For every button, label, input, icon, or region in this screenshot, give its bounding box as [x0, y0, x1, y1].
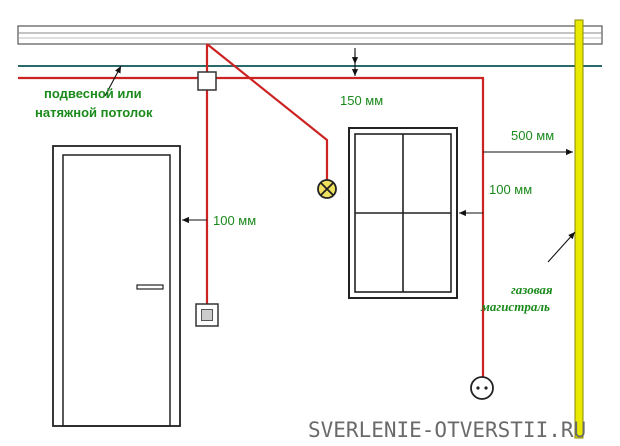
- window: [348, 127, 458, 299]
- gas-pipe: [574, 19, 584, 439]
- watermark: SVERLENIE-OTVERSTII.RU: [308, 418, 586, 442]
- light-switch-icon: [195, 303, 219, 327]
- door-handle: [136, 284, 164, 290]
- label-gas-line1: газовая: [511, 282, 553, 297]
- label-ceiling-line1: подвесной или: [44, 86, 142, 101]
- door: [52, 145, 181, 427]
- power-socket-icon: [470, 376, 494, 400]
- arrow-ceiling-left: [104, 65, 122, 97]
- label-dim-door: 100 мм: [213, 213, 256, 228]
- junction-box-icon: [197, 71, 217, 91]
- label-dim-gas: 500 мм: [511, 128, 554, 143]
- arrow-gas-label: [547, 231, 576, 263]
- dimension-arrows: [104, 48, 576, 263]
- label-dim-ceiling: 150 мм: [340, 93, 383, 108]
- label-ceiling-line2: натяжной потолок: [35, 105, 153, 120]
- label-gas-line2: магистраль: [480, 299, 550, 314]
- ceiling-slab: [17, 25, 603, 45]
- label-dim-window: 100 мм: [489, 182, 532, 197]
- ceiling-lamp-icon: [317, 179, 337, 199]
